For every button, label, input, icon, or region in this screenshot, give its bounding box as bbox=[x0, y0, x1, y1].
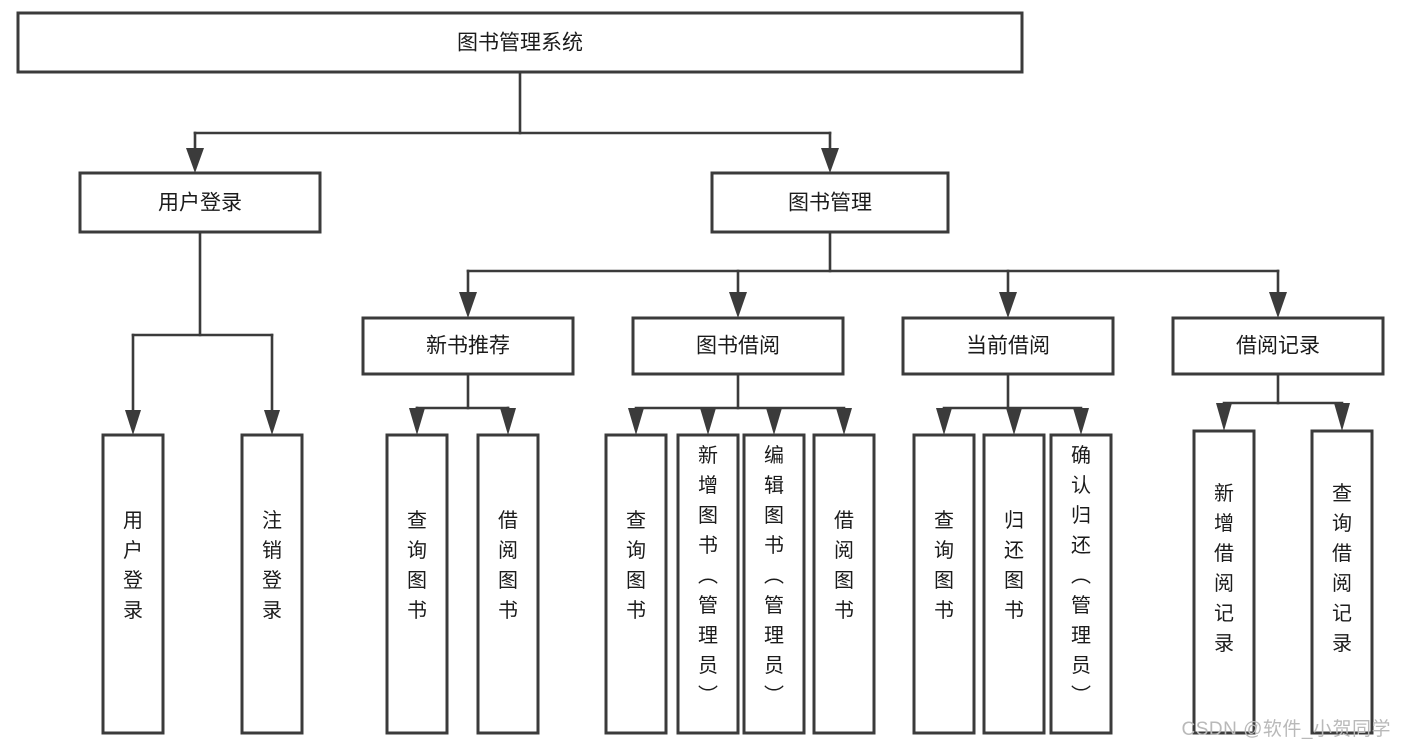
node-new-book-recommend[interactable]: 新书推荐 bbox=[361, 316, 575, 376]
arrowhead-user-login bbox=[186, 148, 204, 173]
node-current-borrow-label: 当前借阅 bbox=[966, 335, 1050, 358]
arrowhead-leaf-query-record bbox=[1334, 403, 1350, 431]
node-leaf-add-book-label: 新增图书︵管理员︶ bbox=[698, 444, 718, 707]
arrowhead-leaf-query-book-3 bbox=[936, 408, 952, 435]
node-leaf-query-book-1-label: 查询图书 bbox=[407, 509, 427, 622]
node-root-box[interactable] bbox=[16, 11, 1024, 74]
node-leaf-query-book-2[interactable]: 查询图书 bbox=[604, 433, 668, 735]
arrowhead-book-borrow bbox=[729, 292, 747, 318]
node-leaf-edit-book-label: 编辑图书︵管理员︶ bbox=[764, 444, 784, 707]
node-leaf-user-logout[interactable]: 注销登录 bbox=[240, 433, 304, 735]
arrowhead-current-borrow bbox=[999, 292, 1017, 318]
node-leaf-borrow-book-1-box[interactable] bbox=[476, 433, 540, 735]
node-leaf-user-login[interactable]: 用户登录 bbox=[101, 433, 165, 735]
node-user-login-box[interactable] bbox=[78, 171, 322, 234]
node-leaf-borrow-book-2-label: 借阅图书 bbox=[834, 509, 854, 622]
node-leaf-user-logout-box[interactable] bbox=[240, 433, 304, 735]
node-leaf-borrow-book-2-box[interactable] bbox=[812, 433, 876, 735]
node-leaf-add-record[interactable]: 新增借阅记录 bbox=[1192, 429, 1256, 735]
node-leaf-query-book-2-box[interactable] bbox=[604, 433, 668, 735]
node-leaf-add-record-label: 新增借阅记录 bbox=[1214, 482, 1234, 655]
node-new-book-recommend-label: 新书推荐 bbox=[426, 335, 510, 358]
node-book-borrow[interactable]: 图书借阅 bbox=[631, 316, 845, 376]
node-leaf-add-book[interactable]: 新增图书︵管理员︶ bbox=[676, 433, 740, 735]
arrowhead-borrow-record bbox=[1269, 292, 1287, 318]
arrowhead-book-management bbox=[821, 148, 839, 173]
node-leaf-query-record[interactable]: 查询借阅记录 bbox=[1310, 429, 1374, 735]
arrowhead-leaf-add-record bbox=[1216, 403, 1232, 431]
arrowhead-leaf-query-book-1 bbox=[409, 408, 425, 435]
node-book-borrow-box[interactable] bbox=[631, 316, 845, 376]
node-leaf-query-record-box[interactable] bbox=[1310, 429, 1374, 735]
node-current-borrow[interactable]: 当前借阅 bbox=[901, 316, 1115, 376]
node-leaf-confirm-return-box[interactable] bbox=[1049, 433, 1113, 735]
arrowhead-new-book-recommend bbox=[459, 292, 477, 318]
node-leaf-return-book-box[interactable] bbox=[982, 433, 1046, 735]
node-book-management-label: 图书管理 bbox=[788, 192, 872, 215]
connector-layer bbox=[125, 70, 1350, 435]
arrowhead-leaf-query-book-2 bbox=[628, 408, 644, 435]
node-leaf-add-record-box[interactable] bbox=[1192, 429, 1256, 735]
node-leaf-query-book-2-label: 查询图书 bbox=[626, 509, 646, 622]
node-leaf-confirm-return-label: 确认归还︵管理员︶ bbox=[1071, 444, 1091, 707]
node-leaf-return-book[interactable]: 归还图书 bbox=[982, 433, 1046, 735]
node-leaf-borrow-book-2[interactable]: 借阅图书 bbox=[812, 433, 876, 735]
node-leaf-query-book-3[interactable]: 查询图书 bbox=[912, 433, 976, 735]
node-leaf-query-book-1[interactable]: 查询图书 bbox=[385, 433, 449, 735]
node-root-label: 图书管理系统 bbox=[457, 32, 583, 55]
node-leaf-borrow-book-1-label: 借阅图书 bbox=[498, 509, 518, 622]
node-leaf-user-login-box[interactable] bbox=[101, 433, 165, 735]
arrowhead-leaf-borrow-book-1 bbox=[500, 408, 516, 435]
node-leaf-query-book-3-box[interactable] bbox=[912, 433, 976, 735]
node-book-management-box[interactable] bbox=[710, 171, 950, 234]
arrowhead-leaf-edit-book bbox=[766, 408, 782, 435]
node-leaf-borrow-book-1[interactable]: 借阅图书 bbox=[476, 433, 540, 735]
node-borrow-record[interactable]: 借阅记录 bbox=[1171, 316, 1385, 376]
node-user-login-label: 用户登录 bbox=[158, 192, 242, 215]
arrowhead-leaf-user-login bbox=[125, 410, 141, 435]
node-leaf-user-logout-label: 注销登录 bbox=[262, 509, 282, 622]
node-borrow-record-box[interactable] bbox=[1171, 316, 1385, 376]
arrowhead-leaf-user-logout bbox=[264, 410, 280, 435]
node-leaf-confirm-return[interactable]: 确认归还︵管理员︶ bbox=[1049, 433, 1113, 735]
node-book-borrow-label: 图书借阅 bbox=[696, 335, 780, 358]
node-borrow-record-label: 借阅记录 bbox=[1236, 335, 1320, 358]
node-root[interactable]: 图书管理系统 bbox=[16, 11, 1024, 74]
csdn-watermark: CSDN @软件_小贺同学 bbox=[1181, 719, 1391, 740]
node-leaf-return-book-label: 归还图书 bbox=[1004, 509, 1024, 622]
node-leaf-user-login-label: 用户登录 bbox=[123, 510, 143, 622]
arrowhead-leaf-borrow-book-2 bbox=[836, 408, 852, 435]
node-leaf-query-record-label: 查询借阅记录 bbox=[1332, 482, 1352, 655]
node-current-borrow-box[interactable] bbox=[901, 316, 1115, 376]
node-leaf-edit-book[interactable]: 编辑图书︵管理员︶ bbox=[742, 433, 806, 735]
node-book-management[interactable]: 图书管理 bbox=[710, 171, 950, 234]
node-leaf-add-book-box[interactable] bbox=[676, 433, 740, 735]
arrowhead-leaf-confirm-return bbox=[1073, 408, 1089, 435]
arrowhead-leaf-add-book bbox=[700, 408, 716, 435]
node-leaf-query-book-3-label: 查询图书 bbox=[934, 509, 954, 622]
node-leaf-edit-book-box[interactable] bbox=[742, 433, 806, 735]
node-user-login[interactable]: 用户登录 bbox=[78, 171, 322, 234]
arrowhead-leaf-return-book bbox=[1006, 408, 1022, 435]
node-new-book-recommend-box[interactable] bbox=[361, 316, 575, 376]
node-leaf-query-book-1-box[interactable] bbox=[385, 433, 449, 735]
